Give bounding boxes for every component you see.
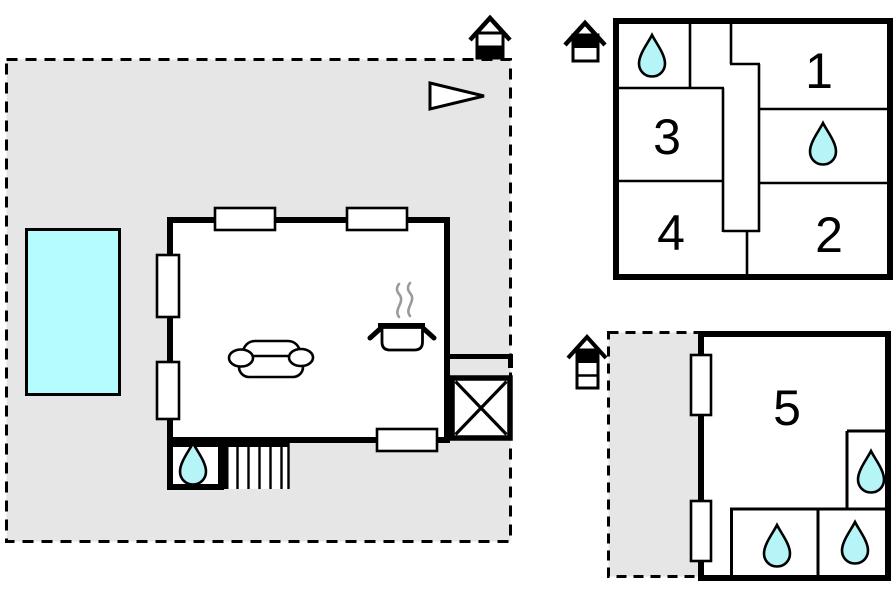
windows bbox=[155, 206, 439, 453]
terrace-cross-icon bbox=[454, 380, 508, 436]
house-ground-floor-icon bbox=[468, 14, 512, 60]
room-number-3: 3 bbox=[653, 109, 681, 165]
room-number-2: 2 bbox=[815, 207, 843, 263]
sofa-icon bbox=[227, 339, 315, 379]
steam-icon bbox=[406, 281, 414, 318]
window bbox=[689, 499, 713, 563]
upper-floor-partitions bbox=[617, 23, 889, 276]
window bbox=[345, 206, 409, 232]
annex-partitions bbox=[730, 429, 886, 576]
steam-icon bbox=[395, 282, 403, 319]
window bbox=[375, 427, 439, 453]
room-number-5: 5 bbox=[773, 380, 801, 436]
stairs-icon bbox=[224, 441, 290, 489]
room-number-1: 1 bbox=[805, 43, 833, 99]
annex-plot-boundary bbox=[607, 331, 701, 578]
terrace-wall-stub bbox=[508, 359, 513, 368]
window bbox=[155, 253, 181, 319]
upper-floor-plan bbox=[613, 18, 893, 280]
stove-pot-icon bbox=[367, 281, 437, 352]
terrace-wall bbox=[447, 354, 513, 359]
pool bbox=[25, 228, 121, 396]
ground-floor-plan bbox=[5, 58, 513, 543]
room-number-4: 4 bbox=[657, 205, 685, 261]
house-top-floor-icon bbox=[566, 334, 608, 390]
house-upper-floor-icon bbox=[563, 19, 607, 63]
annex-floor-plan bbox=[607, 331, 891, 581]
annex-windows bbox=[689, 353, 713, 563]
main-house bbox=[155, 206, 513, 490]
orientation-arrow-icon bbox=[428, 81, 485, 111]
window bbox=[213, 206, 277, 232]
window bbox=[689, 353, 713, 417]
window bbox=[155, 360, 181, 421]
